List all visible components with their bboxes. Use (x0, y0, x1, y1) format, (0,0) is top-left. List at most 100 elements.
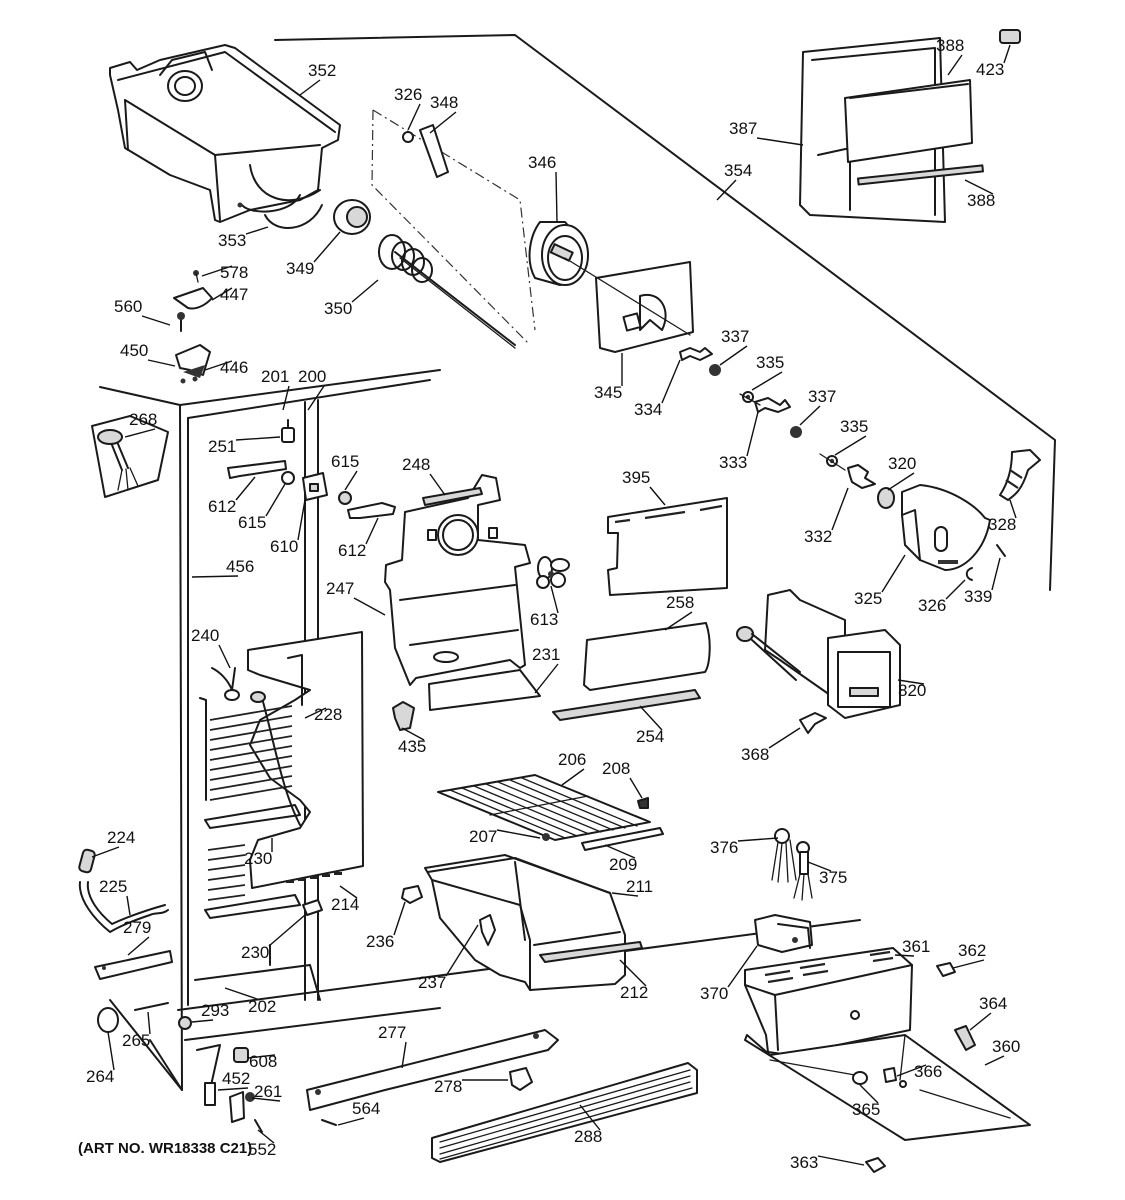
callout-basket-slide: 236 (366, 932, 394, 951)
callout-retainer-ring: 326 (394, 85, 422, 104)
callout-ice-bucket: 352 (308, 61, 336, 80)
leader-line-360 (984, 1055, 1005, 1066)
leader-line-388 (964, 179, 994, 195)
callout-cabinet-liner-fresh: 200 (298, 367, 326, 386)
callout-capacitor: 364 (979, 994, 1007, 1013)
leader-line-615 (344, 470, 358, 491)
top-hinge-parts-drawing (173, 270, 213, 378)
leader-line-206 (561, 768, 585, 786)
callout-thermostat-knob: 251 (208, 437, 236, 456)
callout-evaporator-cover: 395 (622, 468, 650, 487)
callout-cam-link: 332 (804, 527, 832, 546)
leader-line-258 (664, 611, 693, 631)
leader-line-333 (746, 411, 759, 457)
auger-motor-housing-drawing (528, 221, 589, 286)
callout-pin: 339 (964, 587, 992, 606)
leader-line-337 (719, 345, 748, 366)
leader-line-237 (445, 924, 479, 977)
leader-line-615 (265, 483, 286, 517)
callout-spring: 337 (808, 387, 836, 406)
leader-line-201 (282, 385, 290, 411)
callout-lower-rail: 279 (123, 918, 151, 937)
fan-shroud-drawing (384, 474, 541, 711)
art-number-caption: (ART NO. WR18338 C21) (78, 1140, 252, 1157)
callout-drain-spring: 224 (107, 828, 135, 847)
leader-line-560 (141, 315, 171, 326)
callout-fan-shroud: 247 (326, 579, 354, 598)
bail-wire-drawing (264, 204, 323, 229)
cam-parts-drawing (679, 347, 895, 509)
callout-light-switch-bracket: 612 (208, 497, 236, 516)
leader-line-261 (251, 1097, 281, 1102)
leader-line-387 (756, 137, 804, 146)
callout-washer: 335 (840, 417, 868, 436)
callout-evaporator-back-panel: 214 (331, 895, 359, 914)
leader-line-211 (611, 892, 639, 897)
liner-boundary-line (274, 34, 1056, 591)
callout-wire-harness-a: 376 (710, 838, 738, 857)
callout-auger-assembly: 350 (324, 299, 352, 318)
callout-defrost-heater: 230 (241, 943, 269, 962)
callout-spring: 337 (721, 327, 749, 346)
callout-crusher-mounting-plate: 345 (594, 383, 622, 402)
leader-line-207 (496, 829, 541, 839)
callout-door-gasket: 456 (226, 557, 254, 576)
leader-line-370 (727, 945, 758, 988)
dispenser-door-drawing (799, 29, 1021, 223)
callout-pan-foot: 363 (790, 1153, 818, 1172)
leader-line-354 (716, 179, 737, 201)
leader-line-225 (126, 895, 131, 916)
light-parts-drawing (227, 419, 396, 519)
machine-compartment-drawing (744, 947, 1031, 1141)
callout-toe-grille-bracket: 277 (378, 1023, 406, 1042)
callout-door-bumper: 423 (976, 60, 1004, 79)
callout-ice-crusher-blade: 348 (430, 93, 458, 112)
retainer-ring-drawing (402, 131, 414, 143)
leader-line-368 (768, 727, 801, 749)
leader-line-362 (952, 959, 985, 969)
callout-bucket-bail-wire: 353 (218, 231, 246, 250)
leader-line-365 (859, 1084, 879, 1104)
leader-line-364 (969, 1012, 992, 1031)
callout-crusher-cam: 334 (634, 400, 662, 419)
leader-line-236 (393, 901, 406, 936)
leader-line-224 (91, 846, 120, 858)
leader-line-447 (211, 287, 233, 301)
leader-line-564 (337, 1117, 365, 1126)
leader-line-820 (897, 679, 925, 685)
callout-dispenser-door-flap: 388 (967, 191, 995, 210)
light-socket-drawing (91, 415, 169, 498)
leader-line-578 (201, 265, 233, 277)
callout-evaporator: 228 (314, 705, 342, 724)
leader-line-452 (217, 1087, 249, 1091)
leader-line-456 (191, 575, 239, 578)
callout-washer: 335 (756, 353, 784, 372)
leader-line-353 (245, 226, 269, 235)
callout-light-socket: 268 (129, 410, 157, 429)
callout-hinge-screw-bottom: 552 (248, 1140, 276, 1159)
leader-line-277 (401, 1041, 407, 1069)
callout-cabinet-bottom: 202 (248, 997, 276, 1016)
leader-line-435 (401, 727, 425, 741)
callout-mounting-bracket: 368 (741, 745, 769, 764)
callout-dispenser-door-frame: 387 (729, 119, 757, 138)
callout-fan-blade: 613 (530, 610, 558, 629)
callout-cam-lever: 333 (719, 453, 747, 472)
leader-line-423 (1003, 44, 1011, 64)
leader-line-350 (351, 279, 379, 303)
pan-foot-drawing (865, 1157, 886, 1173)
callout-motor-coupler: 320 (888, 454, 916, 473)
ice-maker-cover-drawing (552, 622, 711, 721)
wire-shelf-drawing (437, 774, 664, 851)
leader-line-332 (831, 487, 849, 531)
callout-basket-handle: 212 (620, 983, 648, 1002)
evaporator-assembly-drawing (199, 631, 364, 919)
leader-line-265 (147, 1011, 151, 1035)
evaporator-cover-drawing (607, 497, 728, 596)
callout-freezer-basket: 211 (626, 877, 653, 896)
callout-dispenser-motor: 325 (854, 589, 882, 608)
leader-line-349 (313, 231, 341, 263)
callout-grommet: 365 (852, 1100, 880, 1119)
leader-line-288 (579, 1104, 601, 1131)
